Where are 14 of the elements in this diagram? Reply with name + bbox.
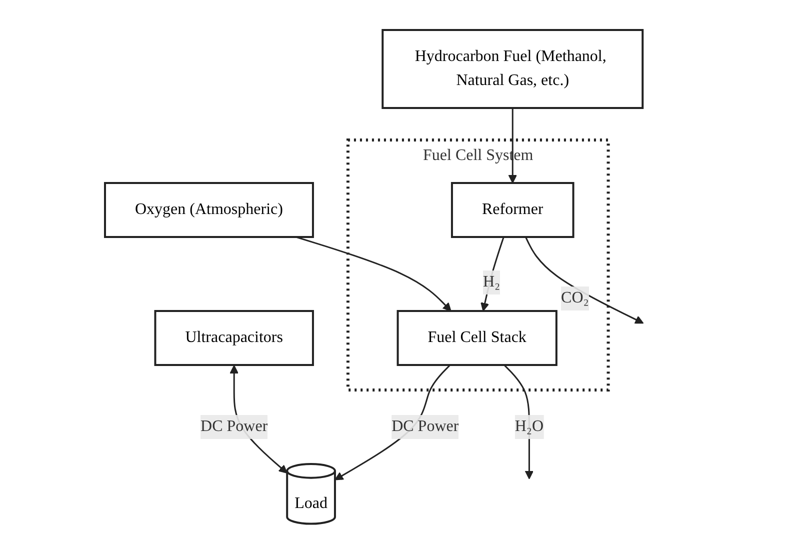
node-box: Hydrocarbon Fuel (Methanol, Natural Gas, etc.) bbox=[381, 29, 644, 110]
edge-label: DC Power bbox=[200, 418, 268, 436]
node-box: Fuel Cell Stack bbox=[396, 310, 558, 366]
node-box: Ultracapacitors bbox=[154, 310, 314, 366]
edge-label: H₂O bbox=[514, 418, 544, 436]
edge-label: DC Power bbox=[391, 418, 459, 436]
arrow bbox=[480, 236, 504, 312]
node-box: Reformer bbox=[450, 182, 574, 238]
arrow bbox=[524, 236, 644, 324]
edge-label: CO₂ bbox=[560, 290, 589, 307]
arrow bbox=[508, 108, 517, 184]
arrow bbox=[296, 236, 452, 312]
edge-label: H₂ bbox=[482, 274, 500, 291]
node-box: Oxygen (Atmospheric) bbox=[104, 182, 314, 238]
